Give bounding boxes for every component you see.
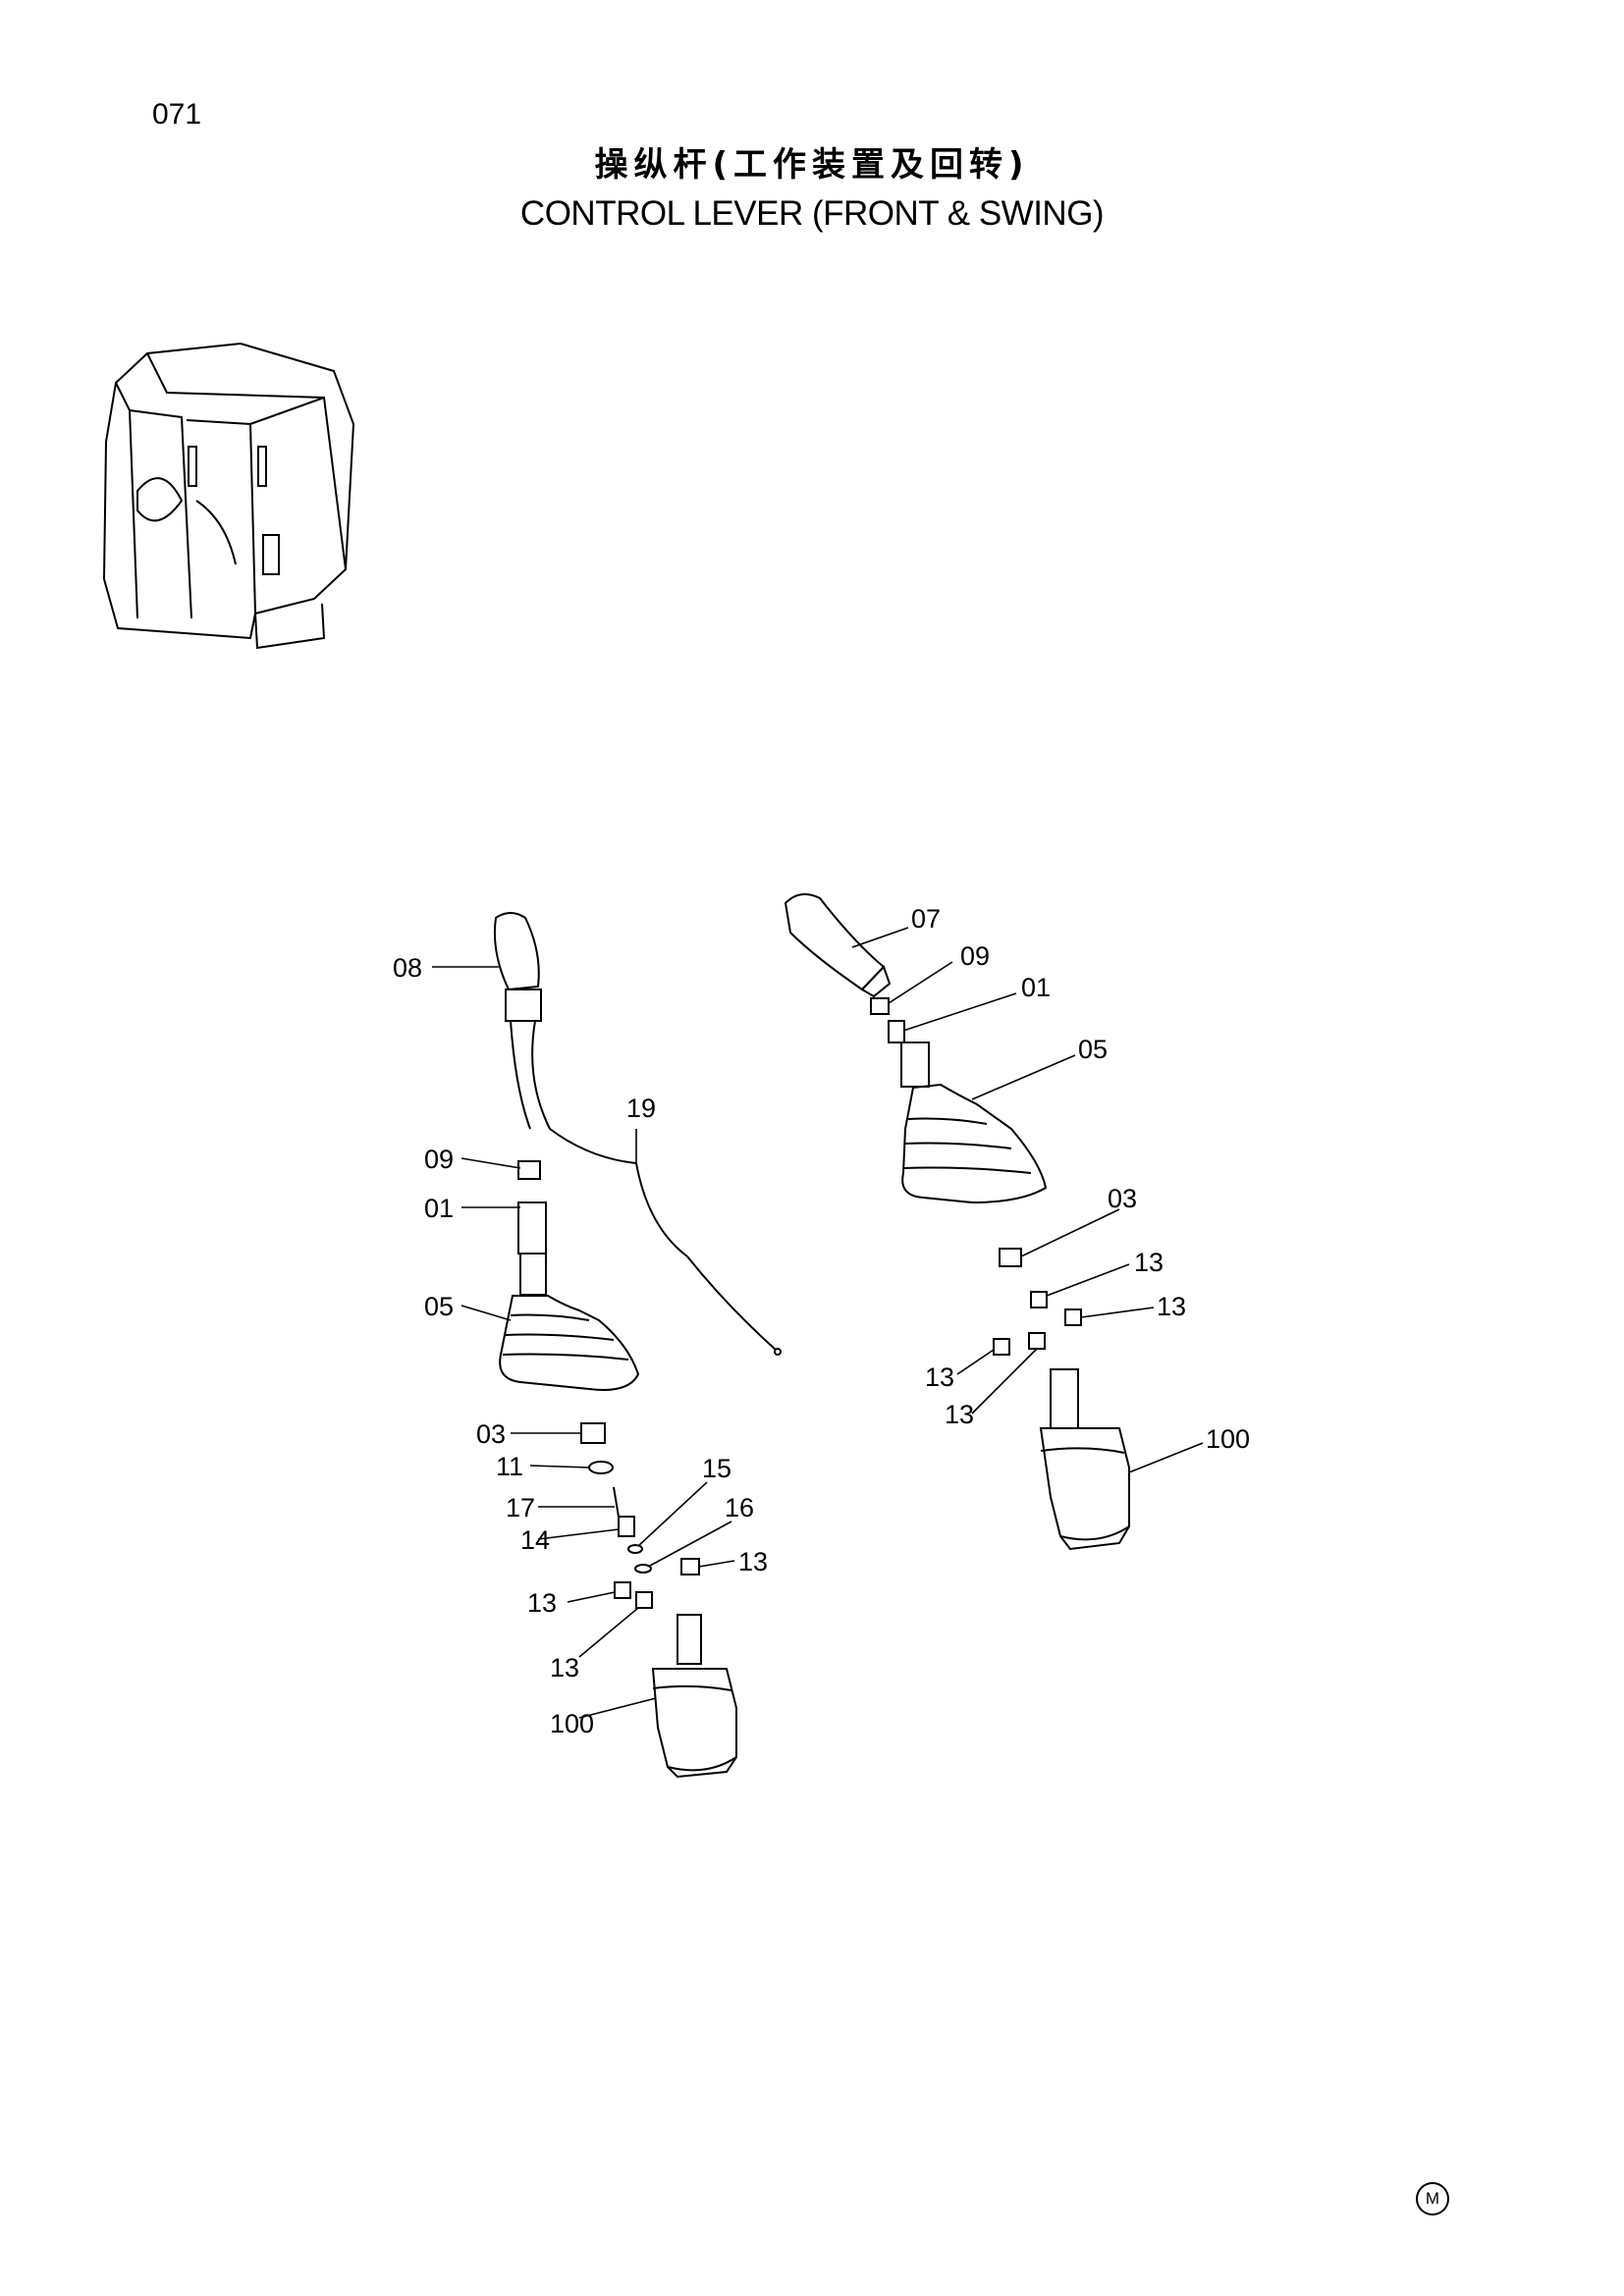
page-number: 071	[152, 98, 202, 131]
manufacturer-mark: M	[1416, 2182, 1449, 2216]
callout-left-15: 15	[702, 1454, 731, 1483]
valve-100-right	[1039, 1427, 1130, 1541]
callout-left-13c: 13	[550, 1653, 579, 1682]
left-lever-assembly	[493, 912, 782, 1779]
leader-lines	[432, 927, 1204, 1719]
grip-08	[493, 912, 540, 991]
callout-right-09: 09	[960, 941, 990, 971]
callout-left-05: 05	[424, 1292, 454, 1321]
callout-right-100: 100	[1206, 1424, 1250, 1454]
grip-07	[784, 893, 886, 991]
callout-left-13a: 13	[738, 1547, 768, 1576]
wire-19	[549, 1128, 777, 1351]
callout-labels: 08 19 09 01 05 03 11 17 14 15 16 13 13 1…	[393, 904, 1250, 1738]
callout-left-14: 14	[520, 1525, 550, 1555]
callout-left-19: 19	[626, 1094, 656, 1123]
callout-right-13b: 13	[1157, 1292, 1186, 1321]
right-lever-assembly	[784, 893, 1130, 1551]
callout-left-13b: 13	[527, 1588, 557, 1618]
callout-left-16: 16	[725, 1493, 754, 1522]
callout-left-09: 09	[424, 1145, 454, 1174]
title-chinese: 操纵杆(工作装置及回转)	[594, 145, 1030, 185]
boot-05-right	[901, 1083, 1048, 1204]
callout-right-13a: 13	[1134, 1248, 1164, 1277]
callout-right-01: 01	[1021, 973, 1051, 1002]
callout-left-03: 03	[476, 1419, 506, 1449]
cab-thumbnail	[102, 342, 355, 650]
callout-right-13d: 13	[945, 1400, 974, 1429]
callout-right-03: 03	[1108, 1184, 1137, 1213]
callout-left-01: 01	[424, 1194, 454, 1223]
callout-right-07: 07	[911, 904, 941, 934]
valve-100	[651, 1668, 737, 1772]
callout-left-11: 11	[496, 1452, 523, 1481]
callout-left-08: 08	[393, 953, 422, 983]
callout-right-05: 05	[1078, 1035, 1108, 1064]
callout-left-100: 100	[550, 1709, 594, 1738]
callout-left-17: 17	[506, 1493, 535, 1522]
boot-05	[499, 1295, 640, 1391]
title-english: CONTROL LEVER (FRONT & SWING)	[519, 194, 1105, 233]
callout-right-13c: 13	[925, 1362, 954, 1392]
